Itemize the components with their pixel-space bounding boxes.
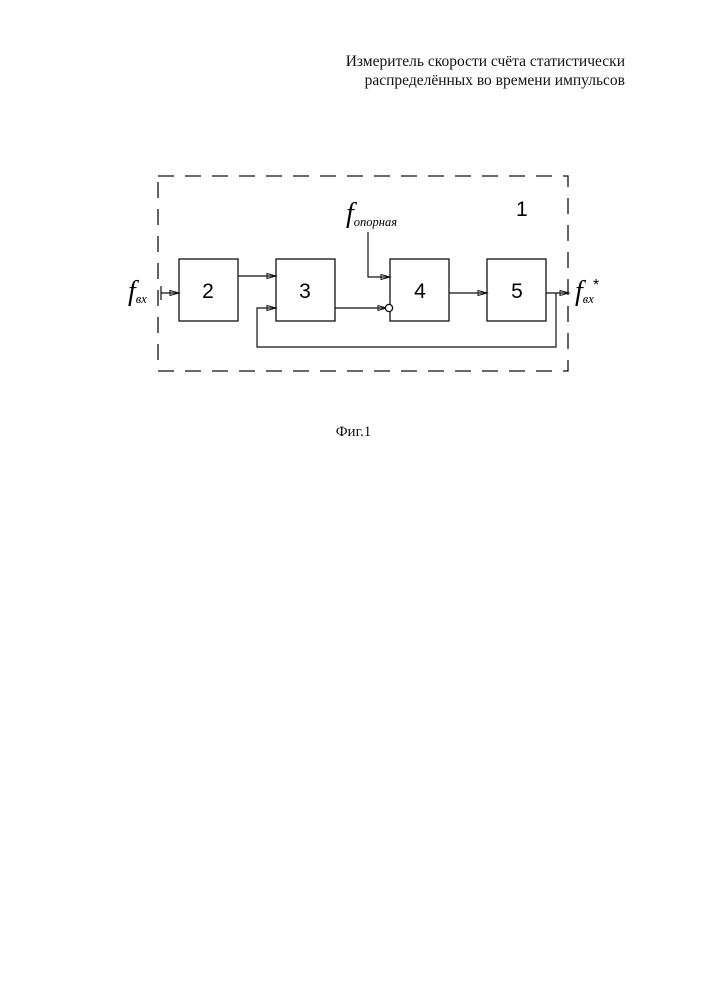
- inverting-input-circle: [385, 304, 392, 311]
- connector-4-to-5: [449, 291, 487, 296]
- block-4: 4: [390, 259, 449, 321]
- block-3-label: 3: [299, 280, 311, 303]
- block-5-label: 5: [511, 280, 523, 303]
- connector-2-to-3: [238, 274, 276, 279]
- figure-caption: Фиг.1: [0, 424, 707, 441]
- output-signal-label: fвх: [575, 276, 594, 307]
- reference-signal-label: fопорная: [346, 198, 397, 229]
- reference-connector: [368, 232, 390, 280]
- block-2: 2: [179, 259, 238, 321]
- input-signal-label: fвх: [128, 276, 147, 307]
- output-star: *: [593, 277, 599, 294]
- input-connector: [161, 286, 179, 300]
- connector-3-to-4: [335, 304, 393, 311]
- block-3: 3: [276, 259, 335, 321]
- output-connector: [546, 291, 569, 296]
- block-2-label: 2: [202, 280, 214, 303]
- block-4-label: 4: [414, 280, 426, 303]
- block-5: 5: [487, 259, 546, 321]
- system-label: 1: [516, 198, 528, 221]
